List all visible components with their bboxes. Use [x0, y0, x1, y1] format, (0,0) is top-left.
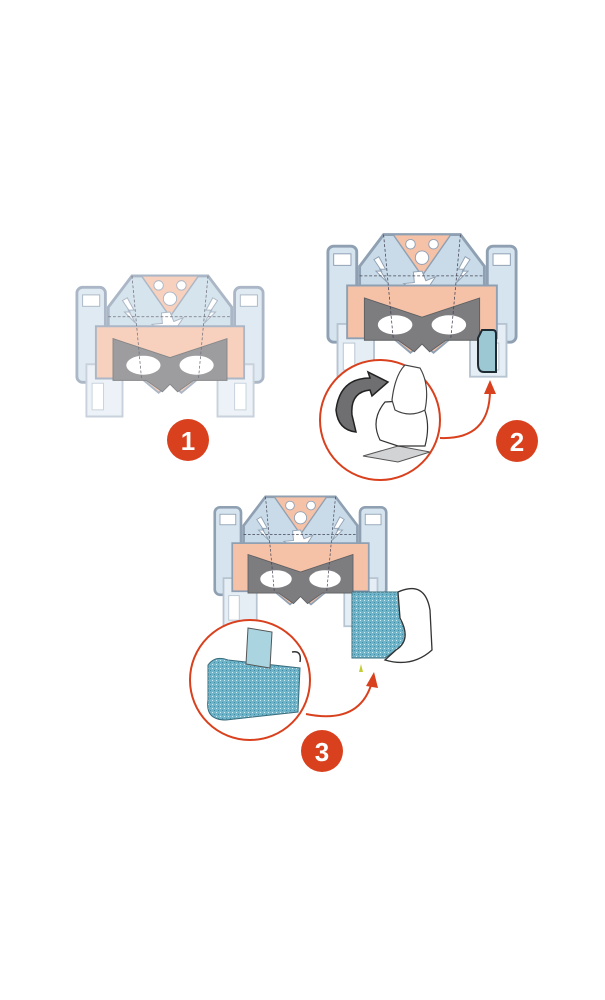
step-1-badge: 1 — [167, 419, 209, 461]
arrow-head — [484, 380, 496, 394]
arrow-connector — [305, 681, 373, 718]
curved-arrow-icon — [335, 370, 390, 433]
step-2-mask-illustration — [326, 233, 518, 379]
step-2-detail-circle — [319, 359, 441, 481]
finger-icon — [391, 364, 428, 415]
curved-arrow-icon — [291, 650, 302, 663]
step-number: 1 — [181, 426, 195, 456]
arrow-head — [366, 672, 378, 688]
step-1-mask-illustration — [75, 274, 265, 418]
hand-icon — [383, 587, 433, 664]
glitter-sheet-in-hand — [351, 587, 433, 672]
down-arrow-icon — [359, 664, 363, 672]
step-number: 3 — [315, 737, 329, 767]
arrow-connector — [439, 389, 491, 440]
sticker-backing — [362, 445, 431, 463]
step-number: 2 — [510, 427, 524, 457]
step-3-detail-circle — [189, 619, 311, 741]
step-2-badge: 2 — [496, 420, 538, 462]
step-3-badge: 3 — [301, 730, 343, 772]
